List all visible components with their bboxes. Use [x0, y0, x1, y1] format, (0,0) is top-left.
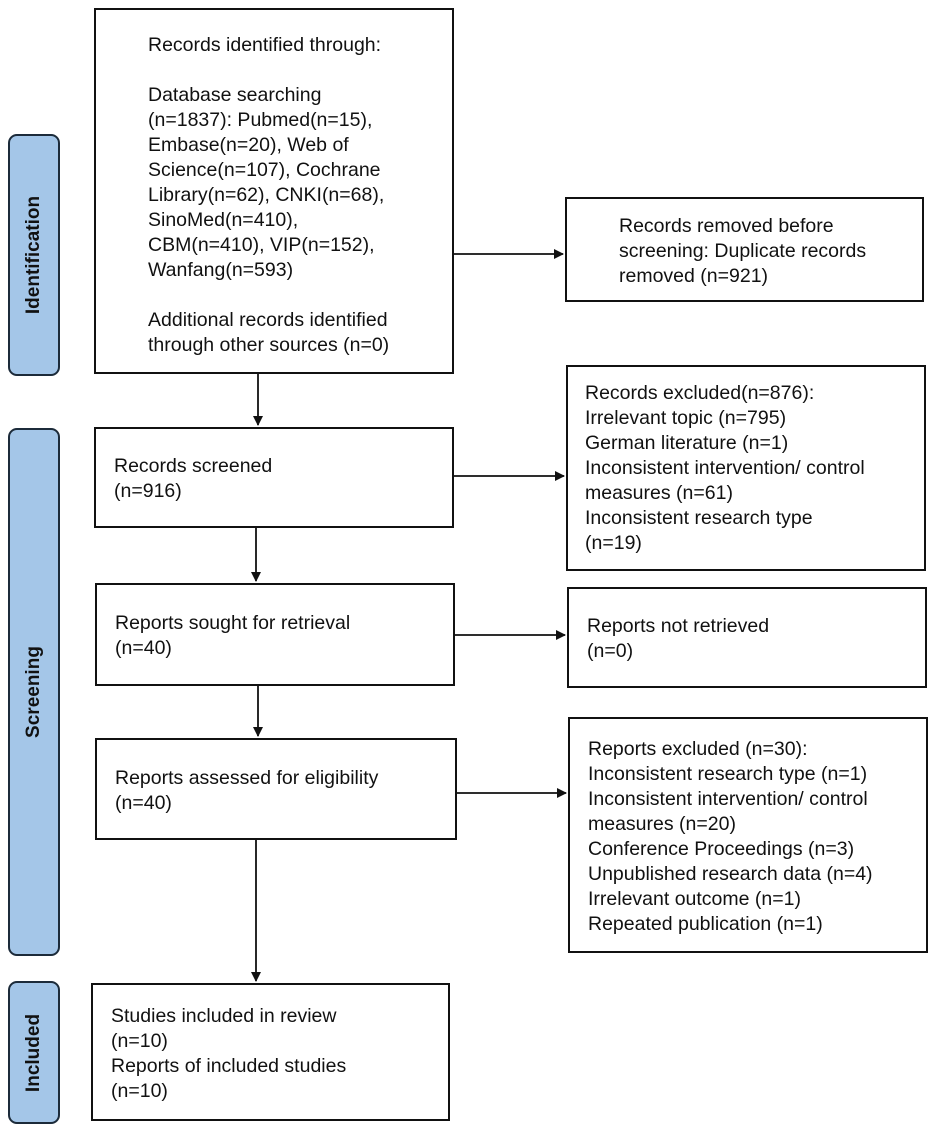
database-line: CBM(n=410), VIP(n=152),	[148, 234, 375, 256]
phase-included: Included	[8, 981, 60, 1124]
records-identified-text: Records identified through: Database sea…	[148, 33, 389, 358]
additional-records-line: Additional records identified	[148, 309, 388, 331]
studies-included-line: (n=10)	[111, 1080, 168, 1102]
database-line: Embase(n=20), Web of	[148, 134, 349, 156]
reports-excluded-line: Conference Proceedings (n=3)	[588, 838, 855, 860]
records-excluded-line: Inconsistent research type	[585, 507, 813, 529]
database-line: (n=1837): Pubmed(n=15),	[148, 109, 373, 131]
reports-excluded-box	[568, 717, 928, 953]
phase-identification-label: Identification	[23, 195, 44, 315]
database-line: Science(n=107), Cochrane	[148, 159, 381, 181]
studies-included-line: Reports of included studies	[111, 1055, 347, 1077]
phase-screening: Screening	[8, 428, 60, 956]
additional-records-line: through other sources (n=0)	[148, 334, 390, 356]
reports-excluded-line: Reports excluded (n=30):	[588, 738, 808, 760]
records-screened-line: (n=916)	[114, 480, 182, 502]
records-identified-box	[94, 8, 454, 374]
records-removed-line: screening: Duplicate records	[619, 240, 867, 262]
records-excluded-line: Irrelevant topic (n=795)	[585, 407, 787, 429]
reports-not-retrieved-line: Reports not retrieved	[587, 615, 770, 637]
reports-not-retrieved-text: Reports not retrieved (n=0)	[587, 614, 769, 664]
reports-sought-text: Reports sought for retrieval (n=40)	[115, 611, 350, 661]
studies-included-line: Studies included in review	[111, 1005, 337, 1027]
records-excluded-box	[566, 365, 926, 571]
records-screened-box	[94, 427, 454, 528]
records-removed-box	[565, 197, 924, 302]
reports-assessed-line: (n=40)	[115, 792, 172, 814]
records-screened-line: Records screened	[114, 455, 273, 477]
records-removed-line: Records removed before	[619, 215, 834, 237]
records-excluded-line: Inconsistent intervention/ control	[585, 457, 865, 479]
phase-identification: Identification	[8, 134, 60, 376]
reports-not-retrieved-box	[567, 587, 927, 688]
records-identified-heading: Records identified through:	[148, 34, 382, 56]
database-line: SinoMed(n=410),	[148, 209, 299, 231]
studies-included-text: Studies included in review (n=10) Report…	[111, 1004, 346, 1104]
reports-excluded-line: Inconsistent intervention/ control	[588, 788, 868, 810]
records-excluded-line: measures (n=61)	[585, 482, 733, 504]
reports-not-retrieved-line: (n=0)	[587, 640, 634, 662]
phase-screening-label: Screening	[23, 646, 44, 738]
reports-excluded-text: Reports excluded (n=30): Inconsistent re…	[588, 737, 873, 937]
records-excluded-line: Records excluded(n=876):	[585, 382, 815, 404]
database-line: Library(n=62), CNKI(n=68),	[148, 184, 385, 206]
reports-sought-line: (n=40)	[115, 637, 172, 659]
reports-excluded-line: Unpublished research data (n=4)	[588, 863, 873, 885]
reports-excluded-line: measures (n=20)	[588, 813, 736, 835]
records-excluded-line: (n=19)	[585, 532, 642, 554]
reports-excluded-line: Repeated publication (n=1)	[588, 913, 823, 935]
records-removed-text: Records removed before screening: Duplic…	[619, 214, 866, 289]
studies-included-box	[91, 983, 450, 1121]
reports-assessed-line: Reports assessed for eligibility	[115, 767, 379, 789]
records-removed-line: removed (n=921)	[619, 265, 769, 287]
studies-included-line: (n=10)	[111, 1030, 168, 1052]
records-excluded-text: Records excluded(n=876): Irrelevant topi…	[585, 381, 865, 556]
records-excluded-line: German literature (n=1)	[585, 432, 789, 454]
database-line: Wanfang(n=593)	[148, 259, 294, 281]
reports-assessed-text: Reports assessed for eligibility (n=40)	[115, 766, 378, 816]
database-line: Database searching	[148, 84, 322, 106]
reports-sought-box	[95, 583, 455, 686]
records-screened-text: Records screened (n=916)	[114, 454, 272, 504]
reports-assessed-box	[95, 738, 457, 840]
phase-included-label: Included	[23, 1013, 44, 1092]
reports-excluded-line: Irrelevant outcome (n=1)	[588, 888, 801, 910]
reports-excluded-line: Inconsistent research type (n=1)	[588, 763, 868, 785]
reports-sought-line: Reports sought for retrieval	[115, 612, 351, 634]
